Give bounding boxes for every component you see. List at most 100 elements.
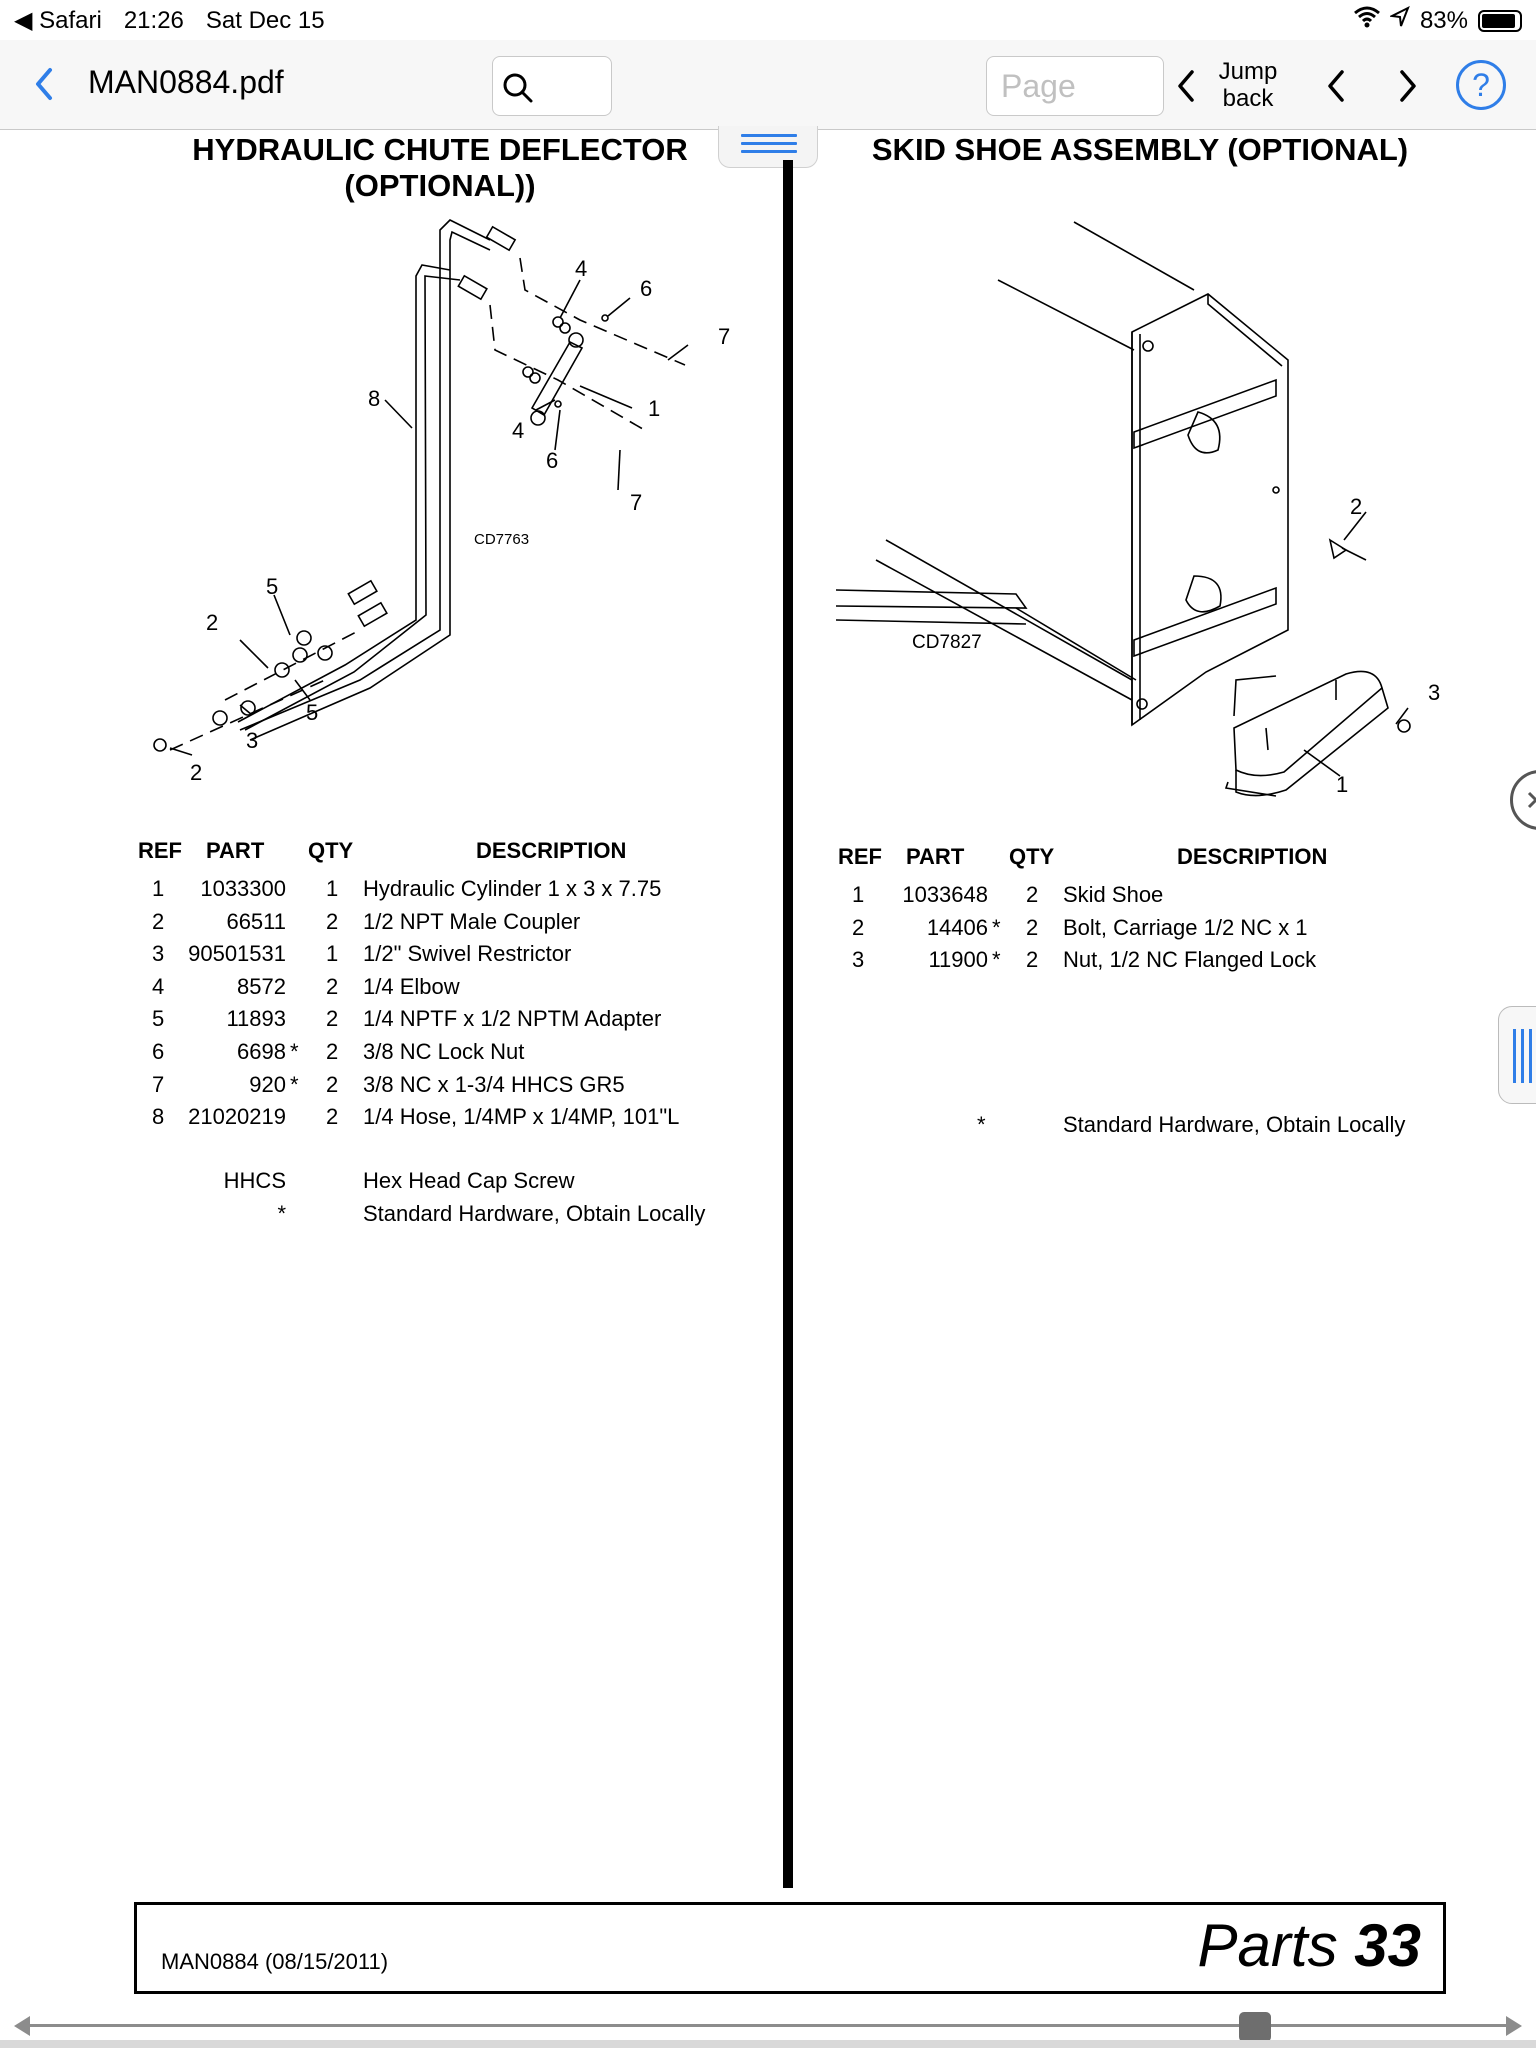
footer-section-word: Parts: [1197, 1912, 1338, 1979]
row-qty: 2: [326, 1006, 339, 1032]
previous-page-button[interactable]: [1316, 64, 1356, 108]
row-qty: 2: [326, 973, 339, 999]
close-side-panel-button[interactable]: [1510, 770, 1536, 830]
document-title: MAN0884.pdf: [88, 64, 284, 100]
row-qty: 1: [326, 941, 339, 967]
next-page-button[interactable]: [1388, 64, 1428, 108]
row-ref: 3: [852, 947, 865, 973]
battery-percent: 83%: [1419, 6, 1468, 34]
row-ref: 2: [852, 914, 865, 940]
chevron-left-icon: [1328, 70, 1344, 102]
callout-2b: 2: [190, 760, 202, 785]
page-scrubber[interactable]: [0, 2000, 1536, 2048]
search-icon: [503, 73, 533, 103]
row-part: 920: [249, 1071, 286, 1097]
col-description: DESCRIPTION: [1177, 844, 1328, 869]
row-part: 6698: [237, 1039, 286, 1064]
row-ref: 4: [152, 973, 165, 999]
callout-2: 2: [1350, 494, 1362, 519]
back-button[interactable]: [26, 62, 66, 106]
row-ref: 1: [852, 882, 865, 907]
callout-4a: 4: [575, 256, 587, 281]
row-qty: 1: [326, 876, 339, 901]
row-qty: 2: [1026, 947, 1039, 973]
row-part: 14406: [926, 914, 988, 940]
footer-page-label: Parts 33: [1198, 1911, 1421, 1980]
callout-7a: 7: [718, 324, 730, 349]
page-number-input[interactable]: Page: [986, 56, 1164, 116]
jump-back-button[interactable]: Jump back: [1218, 58, 1278, 112]
help-button[interactable]: ?: [1456, 60, 1506, 110]
row-mark: *: [992, 947, 1001, 973]
row-description: 1/2 NPT Male Coupler: [363, 908, 581, 934]
row-mark: *: [290, 1039, 299, 1064]
row-ref: 5: [152, 1006, 165, 1032]
row-ref: 2: [152, 908, 165, 934]
callout-2a: 2: [206, 610, 218, 635]
chevron-right-icon: [1400, 70, 1416, 102]
right-section-title: SKID SHOE ASSEMBLY (OPTIONAL): [871, 132, 1409, 167]
col-ref: REF: [138, 838, 182, 863]
battery-icon: [1478, 9, 1522, 32]
row-qty: 2: [1026, 882, 1039, 907]
col-description: DESCRIPTION: [476, 838, 627, 863]
callout-6b: 6: [546, 448, 558, 473]
row-part: 21020219: [188, 1104, 286, 1130]
left-title-line2: (OPTIONAL)): [344, 168, 536, 203]
scrubber-track[interactable]: [30, 2024, 1506, 2027]
side-panel-handle[interactable]: [1498, 1006, 1536, 1104]
row-ref: 7: [152, 1071, 165, 1097]
wifi-icon: [1353, 6, 1380, 35]
row-ref: 6: [152, 1039, 165, 1064]
footer-page-number: 33: [1354, 1912, 1421, 1979]
row-part: 1033648: [902, 882, 988, 907]
status-time: 21:26: [123, 6, 184, 34]
col-qty: QTY: [308, 838, 354, 863]
col-qty: QTY: [1009, 844, 1055, 869]
callout-3: 3: [246, 728, 258, 753]
scrubber-thumb[interactable]: [1239, 2012, 1272, 2042]
scrubber-right-arrow-icon: [1506, 2016, 1522, 2036]
jump-back-chevron[interactable]: [1166, 64, 1206, 108]
note-key: HHCS: [223, 1168, 286, 1193]
row-part: 1033300: [200, 876, 286, 901]
left-section-title: HYDRAULIC CHUTE DEFLECTOR (OPTIONAL)): [160, 132, 720, 204]
row-part: 8572: [237, 973, 286, 999]
row-description: 1/4 NPTF x 1/2 NPTM Adapter: [363, 1006, 662, 1032]
row-ref: 3: [152, 941, 165, 967]
note-key: *: [977, 1112, 986, 1137]
back-app-label: Safari: [39, 7, 102, 34]
hydraulic-chute-diagram: 4 6 7 1 8 4 6 7 5 2 5 3 2 CD7763: [153, 219, 730, 785]
search-button[interactable]: [492, 56, 612, 116]
callout-4b: 4: [512, 418, 524, 443]
pdf-toolbar: MAN0884.pdf Page Jump back ?: [0, 40, 1536, 130]
col-part: PART: [906, 844, 965, 869]
status-bar: ◀ Safari 21:26 Sat Dec 15 83%: [0, 0, 1536, 40]
page-footer: MAN0884 (08/15/2011) Parts 33: [134, 1902, 1446, 1994]
row-part: 11893: [226, 1006, 286, 1032]
scrubber-base: [0, 2040, 1536, 2048]
row-mark: *: [290, 1071, 299, 1097]
chevron-left-icon: [1178, 70, 1194, 102]
note-text: Standard Hardware, Obtain Locally: [1063, 1112, 1406, 1137]
row-qty: 2: [326, 1039, 339, 1064]
row-description: Nut, 1/2 NC Flanged Lock: [1063, 947, 1317, 973]
row-description: 3/8 NC Lock Nut: [363, 1039, 525, 1064]
callout-1: 1: [648, 396, 660, 421]
footer-doc-ref: MAN0884 (08/15/2011): [161, 1949, 389, 1974]
row-qty: 2: [1026, 914, 1039, 940]
row-part: 11900: [928, 947, 988, 973]
row-qty: 2: [326, 908, 339, 934]
diagram-code-left: CD7763: [474, 531, 529, 548]
back-to-app-link[interactable]: ◀ Safari: [14, 7, 102, 34]
row-ref: 1: [152, 876, 165, 901]
callout-3: 3: [1428, 680, 1440, 705]
chevron-left-icon: [36, 68, 52, 100]
row-ref: 8: [152, 1104, 165, 1130]
location-icon: [1388, 5, 1410, 35]
col-part: PART: [206, 838, 265, 863]
callout-8: 8: [368, 386, 380, 411]
callout-5b: 5: [306, 700, 318, 725]
note-text: Hex Head Cap Screw: [363, 1168, 575, 1193]
outline-menu-button[interactable]: [718, 126, 818, 168]
